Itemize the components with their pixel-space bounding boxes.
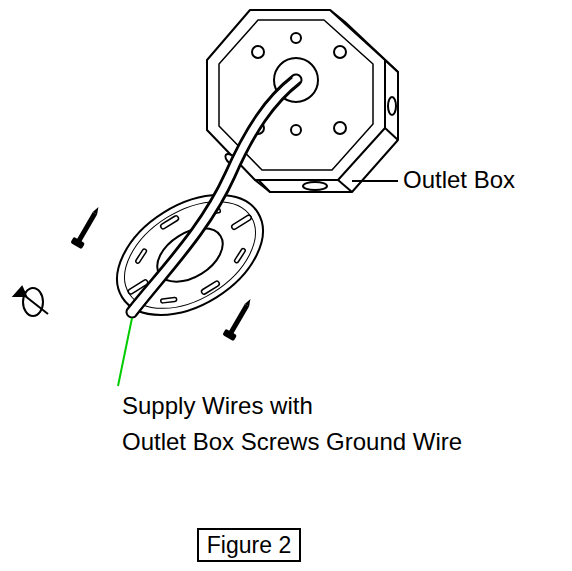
supply-wires (128, 78, 300, 315)
wire-label: Outlet Box Screws Ground Wire (122, 428, 462, 456)
leader-line (118, 318, 132, 386)
leader-line (352, 180, 398, 182)
mounting-plate (96, 170, 285, 340)
figure-caption: Figure 2 (207, 532, 291, 558)
rotation-symbol (14, 287, 48, 316)
wire-label: Supply Wires with (122, 392, 313, 420)
figure-caption-box: Figure 2 (197, 528, 301, 562)
part-label: Outlet Box (403, 166, 515, 194)
mounting-screw (70, 204, 256, 341)
